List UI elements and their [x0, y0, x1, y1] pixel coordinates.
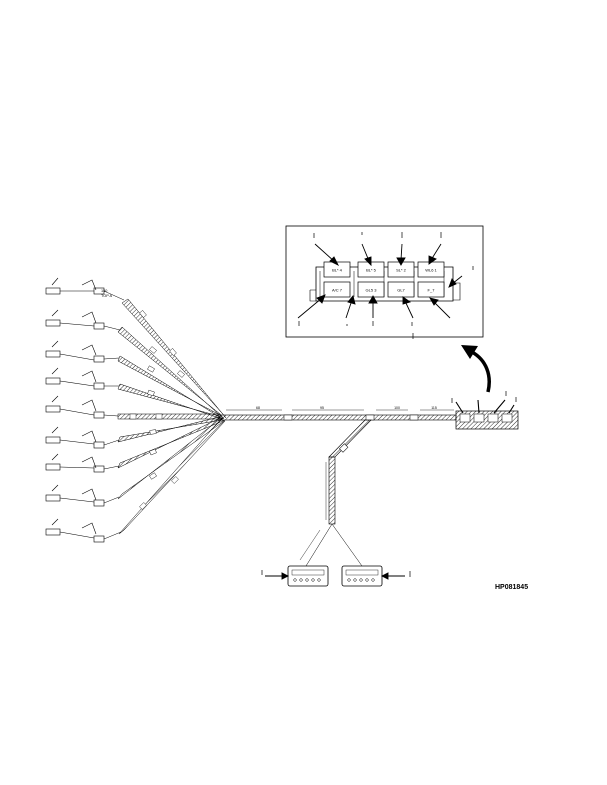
fan-branches [117, 298, 227, 535]
branch-label: 150 [101, 289, 107, 293]
relay-label: BL* 5 [366, 268, 377, 273]
relay-label: GL7 [397, 288, 405, 293]
lower-branch [299, 419, 372, 567]
callout-arrows [297, 243, 463, 319]
detail-frame [285, 225, 484, 338]
relay-label: SL* 2 [396, 268, 407, 273]
relay-label: F_7 [428, 288, 436, 293]
dimension-label: 68 [256, 406, 260, 410]
callout-ticks [298, 232, 474, 339]
relay-cell [417, 281, 445, 298]
relay-cell [357, 281, 385, 298]
relay-label: WL6 1 [425, 268, 437, 273]
left-connectors [45, 277, 105, 543]
relay-label: BL* 4 [332, 268, 343, 273]
main-trunk: 68 95 100 115 [217, 406, 457, 421]
connector-leads [103, 290, 125, 540]
lower-connectors [261, 565, 411, 587]
dimension-label: 95 [320, 406, 324, 410]
dimension-label: 115 [431, 406, 437, 410]
relay-label: A/C 7 [332, 288, 343, 293]
relay-detail-view: BL* 4 A/C 7 BL* 5 GL5 3 SL* 2 GL7 WL6 1 … [285, 225, 484, 339]
figure-id: HP081845 [495, 584, 528, 591]
relay-cell [387, 281, 415, 298]
branch-label: TOP A [101, 294, 113, 298]
relay-cell [323, 281, 351, 298]
dimension-label: 100 [394, 406, 400, 410]
relay-box-connector [451, 391, 519, 430]
detail-pointer-arrow [461, 345, 491, 393]
relay-label: GL5 3 [366, 288, 378, 293]
